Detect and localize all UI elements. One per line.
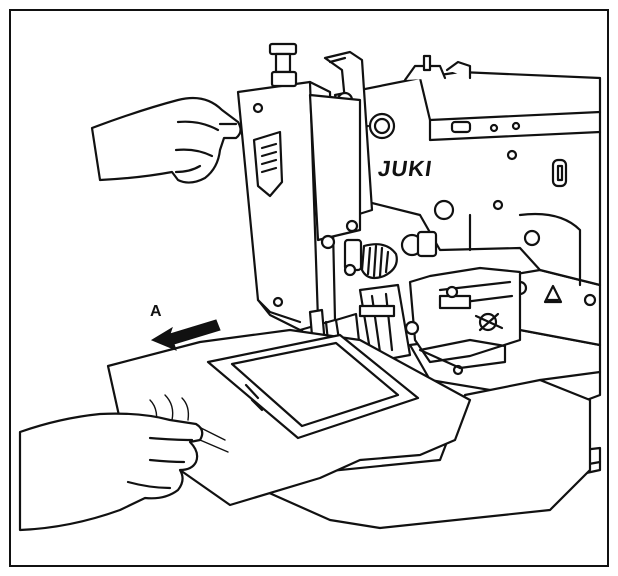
direction-arrow [150,319,221,351]
machine-head [236,42,438,332]
brand-label: JUKI [377,156,435,181]
clamp-frame [206,333,420,440]
arrow-label: A [150,303,162,320]
lower-hand [18,412,204,532]
upper-hand [90,96,242,184]
